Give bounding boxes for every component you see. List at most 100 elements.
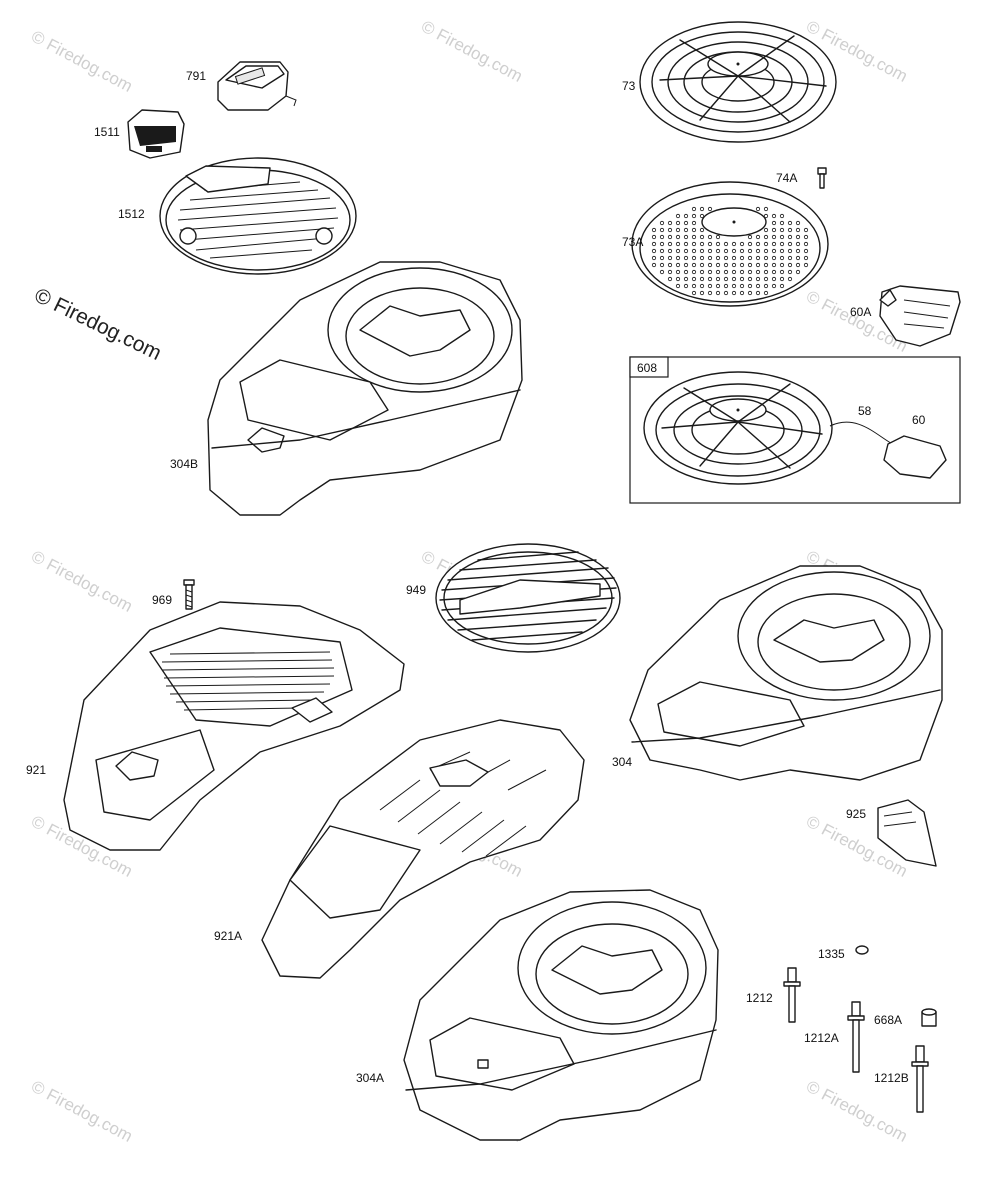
- perforation-hole: [659, 220, 665, 226]
- label-921: 921: [26, 763, 46, 777]
- perforation-hole: [715, 241, 721, 247]
- perforation-hole: [803, 234, 809, 240]
- perforation-hole: [763, 227, 769, 233]
- perforation-hole: [675, 269, 681, 275]
- perforation-hole: [747, 255, 753, 261]
- perforation-hole: [715, 234, 721, 240]
- label-1335: 1335: [818, 947, 845, 961]
- label-304B: 304B: [170, 457, 198, 471]
- perforation-hole: [803, 262, 809, 268]
- perforation-hole: [787, 248, 793, 254]
- perforation-hole: [747, 241, 753, 247]
- perforation-hole: [763, 283, 769, 289]
- perforation-hole: [715, 283, 721, 289]
- perforation-hole: [763, 276, 769, 282]
- part-304: 304: [612, 565, 943, 781]
- perforation-hole: [699, 227, 705, 233]
- perforation-hole: [795, 262, 801, 268]
- perforation-hole: [691, 241, 697, 247]
- perforation-hole: [675, 213, 681, 219]
- perforation-hole: [651, 234, 657, 240]
- perforation-hole: [667, 276, 673, 282]
- perforation-hole: [747, 283, 753, 289]
- perforation-hole: [779, 220, 785, 226]
- perforation-hole: [651, 227, 657, 233]
- perforation-hole: [691, 248, 697, 254]
- perforation-hole: [651, 241, 657, 247]
- perforation-hole: [723, 276, 729, 282]
- perforation-hole: [651, 262, 657, 268]
- perforation-hole: [771, 220, 777, 226]
- perforation-hole: [699, 213, 705, 219]
- perforation-hole: [739, 241, 745, 247]
- perforation-hole: [739, 269, 745, 275]
- perforation-hole: [675, 255, 681, 261]
- perforation-hole: [755, 290, 761, 296]
- perforation-hole: [771, 262, 777, 268]
- perforation-hole: [683, 276, 689, 282]
- perforation-hole: [683, 234, 689, 240]
- perforation-hole: [659, 255, 665, 261]
- perforation-hole: [755, 206, 761, 212]
- label-925: 925: [846, 807, 866, 821]
- perforation-hole: [699, 248, 705, 254]
- perforation-hole: [787, 262, 793, 268]
- part-73: 73: [622, 21, 837, 143]
- perforation-hole: [691, 269, 697, 275]
- perforation-hole: [747, 248, 753, 254]
- perforation-hole: [771, 234, 777, 240]
- perforation-hole: [699, 206, 705, 212]
- perforation-hole: [659, 227, 665, 233]
- perforation-hole: [723, 290, 729, 296]
- perforation-hole: [659, 269, 665, 275]
- watermark: © Firedog.com: [418, 17, 526, 86]
- perforation-hole: [731, 241, 737, 247]
- perforation-hole: [667, 269, 673, 275]
- perforation-hole: [715, 255, 721, 261]
- part-791: 791: [186, 61, 297, 111]
- perforation-hole: [707, 248, 713, 254]
- perforation-hole: [683, 241, 689, 247]
- label-74A: 74A: [776, 171, 797, 185]
- watermark: © Firedog.com: [803, 1077, 911, 1146]
- part-60A: 60A: [850, 285, 961, 347]
- perforation-hole: [803, 248, 809, 254]
- perforation-hole: [763, 206, 769, 212]
- perforation-hole: [763, 248, 769, 254]
- perforation-hole: [763, 213, 769, 219]
- perforation-hole: [707, 290, 713, 296]
- perforation-hole: [667, 227, 673, 233]
- perforation-hole: [723, 255, 729, 261]
- perforation-hole: [683, 269, 689, 275]
- part-925: 925: [846, 799, 937, 867]
- label-949: 949: [406, 583, 426, 597]
- perforation-hole: [667, 241, 673, 247]
- label-73: 73: [622, 79, 636, 93]
- perforation-hole: [795, 220, 801, 226]
- label-304A: 304A: [356, 1071, 384, 1085]
- label-969: 969: [152, 593, 172, 607]
- kit-608-label: 608: [637, 361, 657, 375]
- label-73A: 73A: [622, 235, 643, 249]
- perforation-hole: [779, 255, 785, 261]
- perforation-hole: [707, 262, 713, 268]
- perforation-hole: [755, 276, 761, 282]
- perforation-hole: [731, 283, 737, 289]
- label-791: 791: [186, 69, 206, 83]
- perforation-hole: [699, 255, 705, 261]
- perforation-hole: [707, 255, 713, 261]
- perforation-hole: [715, 262, 721, 268]
- perforation-hole: [771, 241, 777, 247]
- perforation-hole: [707, 234, 713, 240]
- perforation-hole: [755, 269, 761, 275]
- perforation-hole: [699, 269, 705, 275]
- perforation-hole: [675, 248, 681, 254]
- perforation-hole: [763, 234, 769, 240]
- perforation-hole: [779, 241, 785, 247]
- perforation-hole: [779, 227, 785, 233]
- perforation-hole: [691, 227, 697, 233]
- label-668A: 668A: [874, 1013, 902, 1027]
- watermark: © Firedog.com: [28, 27, 136, 96]
- perforation-hole: [723, 248, 729, 254]
